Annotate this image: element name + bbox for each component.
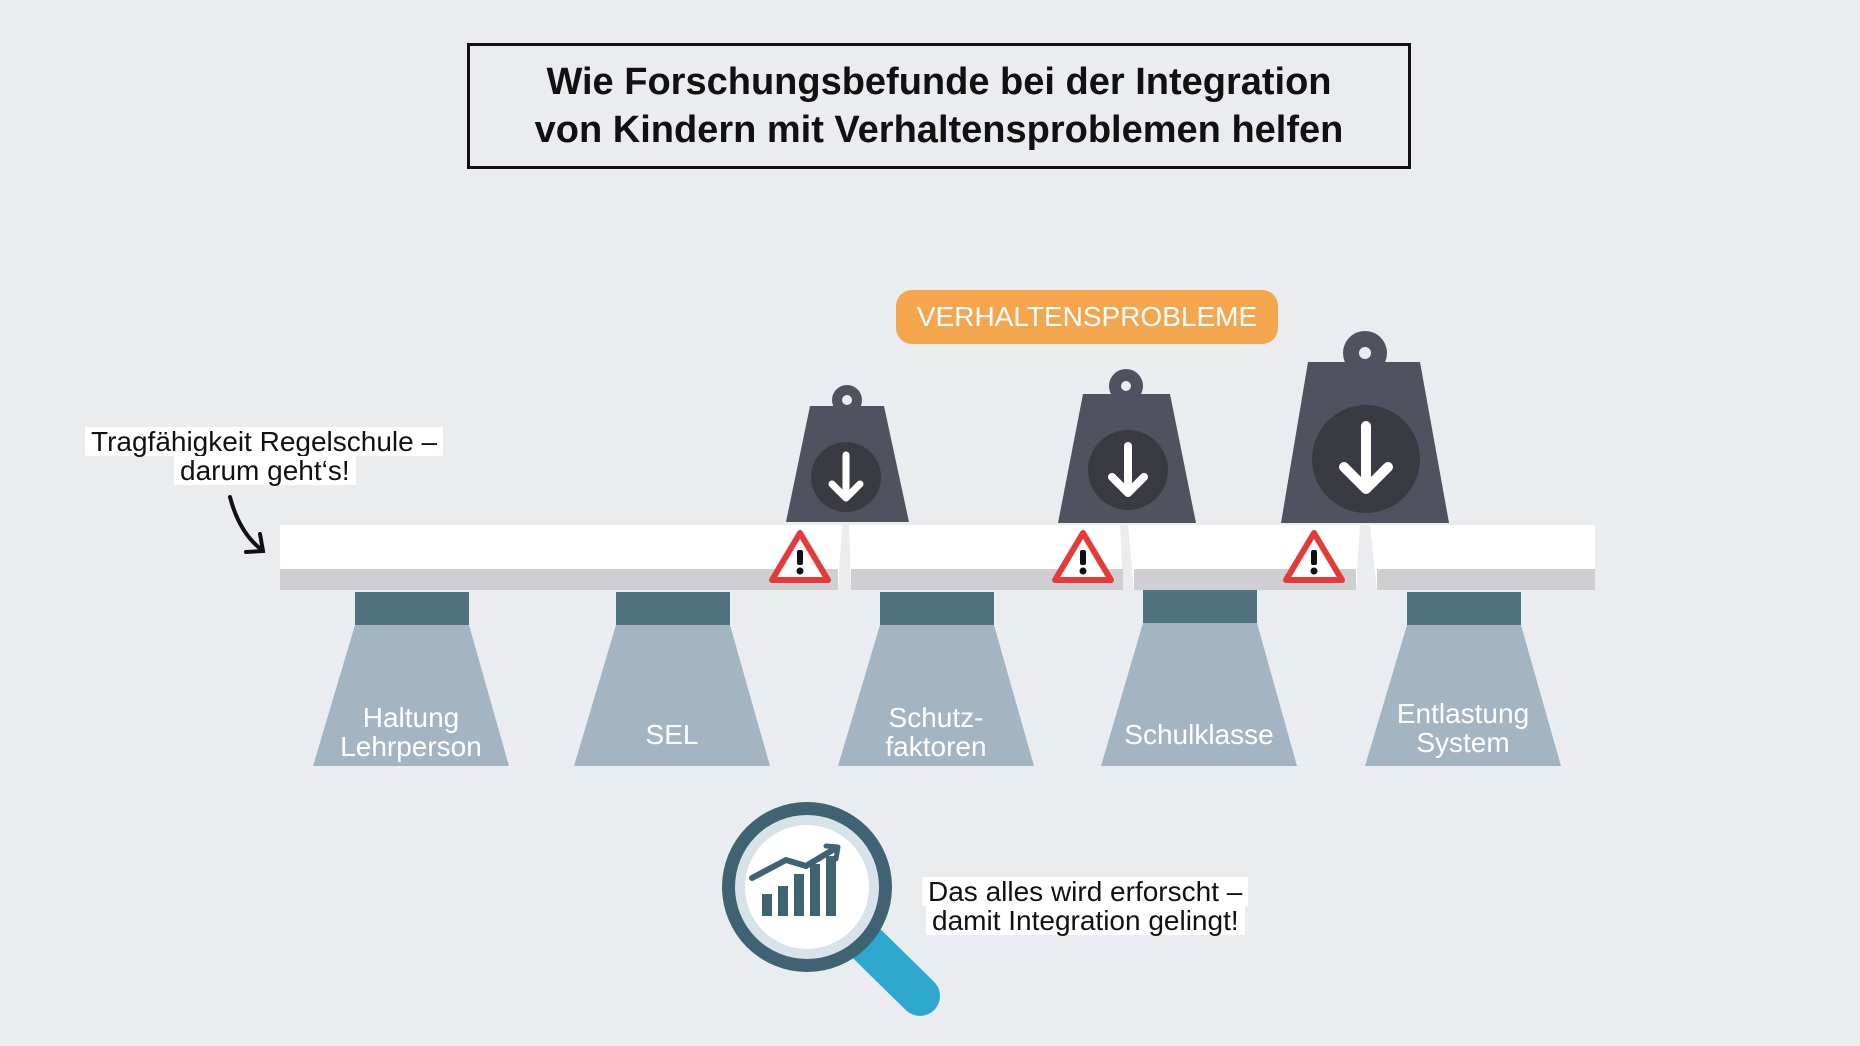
pillar-label-line-1: Entlastung <box>1396 698 1530 729</box>
pillar-label-line-2: System <box>1416 727 1510 758</box>
pillar-label-schutzfaktoren: Schutz- faktoren <box>838 703 1034 761</box>
bottom-note-line-2: damit Integration gelingt! <box>926 906 1245 935</box>
title-box: Wie Forschungsbefunde bei der Integratio… <box>467 43 1411 169</box>
pillar-label-line-1: Schulklasse <box>1124 719 1274 750</box>
pillar-label-schulklasse: Schulklasse <box>1101 720 1297 749</box>
pillar-label-haltung: Haltung Lehrperson <box>313 703 509 761</box>
pillar-3 <box>838 592 1034 766</box>
weight-icon <box>1281 331 1449 523</box>
magnifier-chart-icon <box>722 802 940 1016</box>
pillar-label-line-2: Lehrperson <box>340 731 482 762</box>
behavior-problems-badge: VERHALTENSPROBLEME <box>896 290 1278 344</box>
weight-icon <box>786 385 909 522</box>
pillar-1 <box>313 592 509 766</box>
title-line-1: Wie Forschungsbefunde bei der Integratio… <box>546 61 1332 103</box>
pillar-label-entlastung: Entlastung System <box>1365 699 1561 757</box>
pillar-label-sel: SEL <box>574 720 770 749</box>
beam <box>280 525 1595 590</box>
pillar-label-line-1: Schutz- <box>888 702 984 733</box>
left-note-line-2: darum geht‘s! <box>174 456 356 485</box>
pillar-label-line-1: SEL <box>645 719 699 750</box>
pillar-label-line-1: Haltung <box>362 702 460 733</box>
warning-icon <box>769 530 831 583</box>
warning-icon <box>1283 530 1345 583</box>
pillar-label-line-2: faktoren <box>885 731 987 762</box>
bottom-note-line-1: Das alles wird erforscht – <box>922 877 1249 906</box>
pillar-4 <box>1101 590 1297 766</box>
title-line-2: von Kindern mit Verhaltensproblemen helf… <box>534 109 1344 151</box>
pillar-5 <box>1365 592 1561 766</box>
warning-icon <box>1052 530 1114 583</box>
left-note-line-1: Tragfähigkeit Regelschule – <box>85 427 444 456</box>
curved-arrow-icon <box>228 495 266 554</box>
weight-icon <box>1058 369 1196 523</box>
pillar-2 <box>574 592 770 766</box>
